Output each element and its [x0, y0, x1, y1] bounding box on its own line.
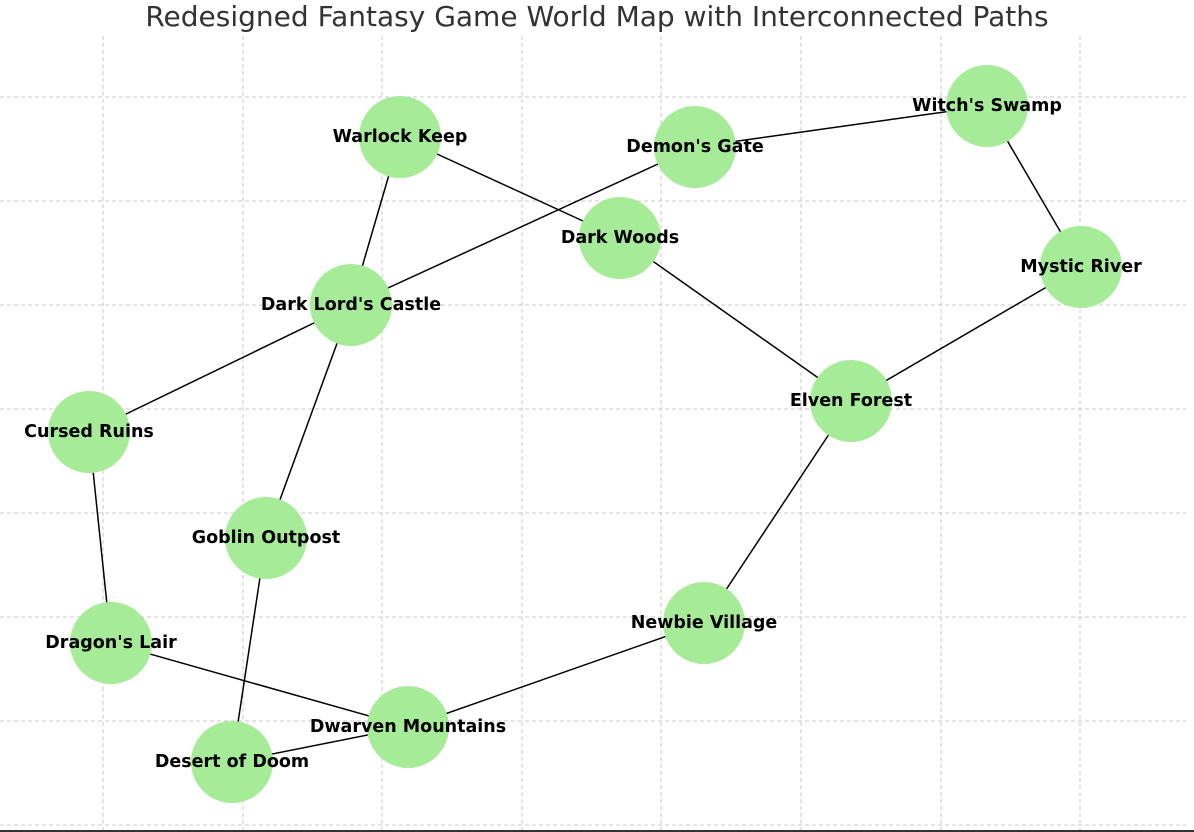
path-mystic-river-to-elven-forest	[850, 266, 1082, 402]
path-newbie-village-to-dwarven-mountains	[407, 622, 705, 728]
path-demons-gate-to-witchs-swamp	[694, 105, 988, 148]
location-node-witchs-swamp[interactable]: Witch's Swamp	[912, 65, 1062, 147]
path-dark-woods-to-elven-forest	[619, 237, 852, 402]
location-marker	[663, 582, 745, 664]
location-marker	[359, 96, 441, 178]
location-marker	[654, 106, 736, 188]
paths	[88, 105, 1082, 763]
location-node-desert-of-doom[interactable]: Desert of Doom	[155, 721, 309, 803]
location-marker	[191, 721, 273, 803]
location-node-elven-forest[interactable]: Elven Forest	[790, 360, 912, 442]
location-node-cursed-ruins[interactable]: Cursed Ruins	[24, 391, 154, 473]
path-dark-lords-castle-to-cursed-ruins	[88, 304, 352, 433]
location-marker	[48, 391, 130, 473]
path-demons-gate-to-dark-lords-castle	[350, 146, 696, 306]
location-node-dragons-lair[interactable]: Dragon's Lair	[45, 602, 177, 684]
path-dragons-lair-to-dwarven-mountains	[110, 642, 409, 728]
location-marker	[367, 686, 449, 768]
location-node-newbie-village[interactable]: Newbie Village	[631, 582, 778, 664]
location-marker	[70, 602, 152, 684]
location-node-warlock-keep[interactable]: Warlock Keep	[333, 96, 468, 178]
location-marker	[579, 197, 661, 279]
grid	[0, 36, 1194, 832]
location-node-dwarven-mountains[interactable]: Dwarven Mountains	[310, 686, 506, 768]
location-marker	[1040, 226, 1122, 308]
location-marker	[310, 264, 392, 346]
location-node-goblin-outpost[interactable]: Goblin Outpost	[192, 497, 341, 579]
location-marker	[946, 65, 1028, 147]
location-node-demons-gate[interactable]: Demon's Gate	[626, 106, 764, 188]
path-elven-forest-to-newbie-village	[703, 400, 852, 624]
path-dark-lords-castle-to-goblin-outpost	[265, 304, 352, 539]
map-title: Redesigned Fantasy Game World Map with I…	[145, 0, 1049, 33]
location-marker	[225, 497, 307, 579]
location-marker	[810, 360, 892, 442]
location-node-mystic-river[interactable]: Mystic River	[1020, 226, 1142, 308]
